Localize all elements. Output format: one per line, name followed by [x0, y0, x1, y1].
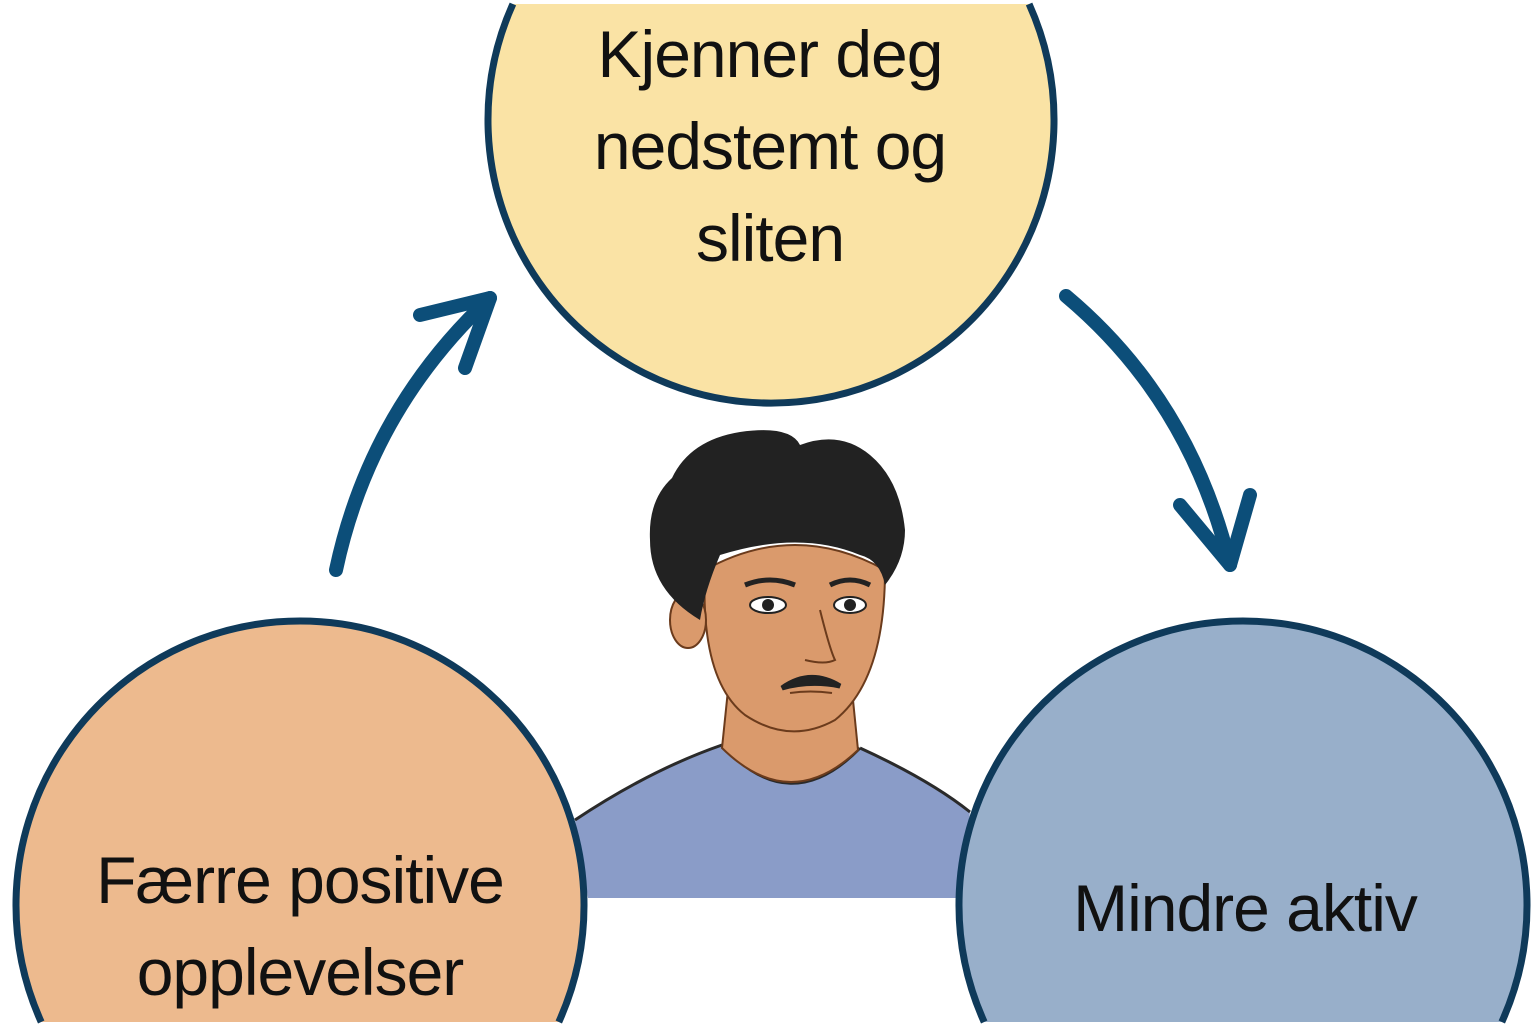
circle-left [12, 617, 588, 1024]
label-line: sliten [695, 201, 845, 275]
eyebrow-left [744, 577, 796, 588]
label-line: nedstemt og [593, 109, 947, 183]
person-illustration [574, 430, 971, 898]
label-top: Kjenner deg nedstemt og sliten [520, 8, 1020, 284]
eyebrow-right [828, 577, 872, 588]
label-line: Mindre aktiv [1073, 871, 1418, 945]
circle-right [955, 617, 1531, 1024]
mouth [789, 690, 833, 694]
label-line: Kjenner deg [597, 17, 944, 91]
circle-top [484, 2, 1058, 407]
nose [804, 609, 837, 664]
mustache [780, 675, 842, 691]
arrow-top-to-right [1059, 289, 1257, 572]
arrow-left-to-top [329, 291, 497, 577]
label-line: Færre positive [96, 843, 505, 917]
shirt [575, 745, 970, 898]
label-right: Mindre aktiv [980, 862, 1510, 954]
label-line: opplevelser [136, 935, 465, 1009]
label-left: Færre positive opplevelser [30, 834, 570, 1018]
hair [649, 430, 905, 620]
